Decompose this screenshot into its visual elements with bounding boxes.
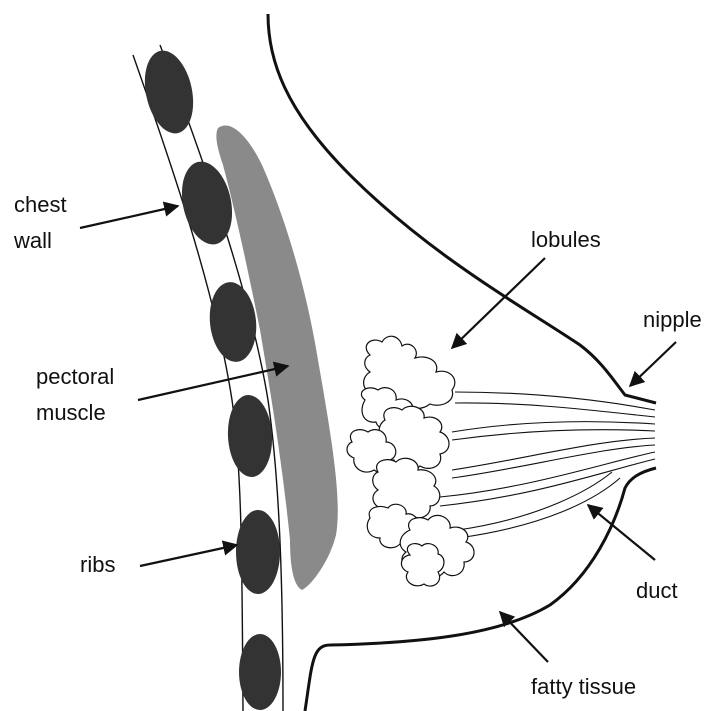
ribs-group <box>138 46 281 710</box>
label-nipple: nipple <box>643 307 702 332</box>
arrow-ribs <box>140 545 237 566</box>
breast-outline <box>268 14 656 711</box>
label-duct: duct <box>636 578 678 603</box>
lobule <box>401 544 444 587</box>
label-pectoral-line2: muscle <box>36 400 106 425</box>
rib <box>236 510 280 594</box>
label-chest-wall-line2: wall <box>13 228 52 253</box>
label-fatty-tissue: fatty tissue <box>531 674 636 699</box>
label-pectoral-line1: pectoral <box>36 364 114 389</box>
label-chest-wall-line1: chest <box>14 192 67 217</box>
rib <box>239 634 281 710</box>
chest-wall <box>133 45 283 711</box>
label-lobules: lobules <box>531 227 601 252</box>
arrow-fatty-tissue <box>500 612 548 662</box>
arrow-nipple <box>630 342 676 386</box>
rib <box>138 46 200 138</box>
lobules-group <box>347 336 474 586</box>
label-ribs: ribs <box>80 552 115 577</box>
rib <box>206 280 260 364</box>
arrow-chest-wall <box>80 206 178 228</box>
ducts <box>440 392 655 538</box>
